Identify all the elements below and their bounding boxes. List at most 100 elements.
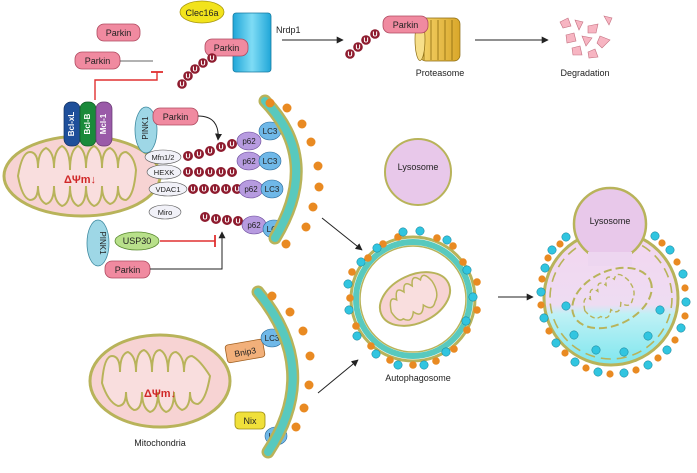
svg-text:U: U xyxy=(363,38,368,45)
ubiquitin-chain-mfn: U U U U U xyxy=(183,139,237,161)
p62-mfn-label: p62 xyxy=(242,137,256,146)
parkin-bottom: Parkin xyxy=(104,260,151,279)
svg-text:U: U xyxy=(196,152,201,159)
svg-text:U: U xyxy=(372,32,377,39)
svg-text:U: U xyxy=(223,187,228,194)
svg-text:U: U xyxy=(234,187,239,194)
bcl-xl-label: Bcl-xL xyxy=(67,112,76,137)
svg-text:U: U xyxy=(201,187,206,194)
ubiquitin-chain-hexk: U U U U U xyxy=(183,167,237,177)
bcl-inhibition-arrow xyxy=(94,72,158,100)
ubiquitin-chain-nrdp1: U U U U U xyxy=(177,53,217,89)
svg-text:U: U xyxy=(179,82,184,89)
pink1-top: PINK1 xyxy=(134,106,158,154)
autophagosome-cyan-dots xyxy=(343,226,478,370)
mitochondrion-bottom: ΔΨm↓ xyxy=(88,333,232,429)
svg-text:U: U xyxy=(347,52,352,59)
autolysosome-cyan-dots xyxy=(536,231,691,378)
vdac1-label: VDAC1 xyxy=(155,185,180,194)
substrate-vdac1: VDAC1 U U U U U p62 LC3 xyxy=(148,179,284,199)
substrate-hexk: HEXK U U U U U p62 LC3 xyxy=(146,151,282,180)
svg-text:U: U xyxy=(200,61,205,68)
parkin-ubiquitination-arrow xyxy=(197,115,223,141)
svg-text:U: U xyxy=(207,149,212,156)
svg-text:U: U xyxy=(229,170,234,177)
parkin-inhibited-label: Parkin xyxy=(85,56,111,66)
parkin-top: Parkin xyxy=(96,23,141,42)
parkin-active: Parkin xyxy=(152,107,199,126)
autophagosome-label: Autophagosome xyxy=(385,373,451,383)
svg-text:U: U xyxy=(229,142,234,149)
degradation-fragments xyxy=(559,15,613,59)
svg-text:U: U xyxy=(209,56,214,63)
svg-text:U: U xyxy=(218,145,223,152)
mitochondria-label: Mitochondria xyxy=(134,438,186,448)
pink1-top-label: PINK1 xyxy=(141,116,150,140)
clec16a-label: Clec16a xyxy=(185,8,218,18)
nix: Nix xyxy=(234,411,266,430)
lc3-hexk-label: LC3 xyxy=(263,157,278,166)
nrdp1-complex: Nrdp1 Clec16a Parkin xyxy=(179,0,301,73)
parkin-top-label: Parkin xyxy=(106,28,132,38)
mitochondrion-top: ΔΨm↓ xyxy=(2,134,162,218)
p62-vdac1-label: p62 xyxy=(244,185,258,194)
autophagosome-dots xyxy=(346,233,481,369)
membrane-potential-top: ΔΨm↓ xyxy=(64,174,96,186)
phagophore-top-dots xyxy=(265,98,324,249)
mfn-label: Mfn1/2 xyxy=(152,153,175,162)
svg-text:U: U xyxy=(235,219,240,226)
ubiquitin-chain-vdac1: U U U U U xyxy=(188,184,242,194)
degrading-mitochondrion xyxy=(571,266,653,330)
parkin-bottom-label: Parkin xyxy=(115,265,141,275)
pink1-bottom: PINK1 xyxy=(86,219,110,267)
svg-text:U: U xyxy=(185,74,190,81)
bnip3: Bnip3 xyxy=(224,338,266,364)
substrate-mfn: Mfn1/2 U U U U U p62 LC3 xyxy=(144,121,282,165)
phagophore-bottom xyxy=(251,285,300,459)
svg-text:U: U xyxy=(213,217,218,224)
lysosome-middle: Lysosome xyxy=(384,138,452,206)
bnip3-label: Bnip3 xyxy=(234,345,257,359)
to-autophagosome-arrow-top xyxy=(321,217,363,251)
nix-label: Nix xyxy=(244,416,257,426)
ubiquitin-chain-miro: U U U U xyxy=(200,212,243,226)
svg-text:U: U xyxy=(224,218,229,225)
hexk-label: HEXK xyxy=(154,168,174,177)
usp30: USP30 xyxy=(114,231,160,251)
svg-text:U: U xyxy=(212,187,217,194)
svg-text:U: U xyxy=(190,187,195,194)
ubiquitin-chain-proteasome: U U U U xyxy=(345,29,380,59)
substrate-miro: Miro U U U U p62 LC3 xyxy=(148,204,286,239)
degradation-label: Degradation xyxy=(560,68,609,78)
svg-text:U: U xyxy=(196,170,201,177)
svg-text:U: U xyxy=(202,215,207,222)
p62-miro-label: p62 xyxy=(247,221,261,230)
svg-text:U: U xyxy=(355,45,360,52)
to-autophagosome-arrow-bottom xyxy=(317,359,359,394)
parkin-active-label: Parkin xyxy=(163,112,189,122)
parkin-nrdp1-label: Parkin xyxy=(214,43,240,53)
lc3-mfn-label: LC3 xyxy=(263,127,278,136)
bcl-b-label: Bcl-B xyxy=(83,113,92,134)
parkin-proteasome-label: Parkin xyxy=(393,20,419,30)
nrdp1-label: Nrdp1 xyxy=(276,25,301,35)
lysosome-right-label: Lysosome xyxy=(590,216,631,226)
svg-text:U: U xyxy=(185,170,190,177)
clec16a-oval xyxy=(179,0,225,24)
lc3-bnip3-label: LC3 xyxy=(265,334,280,343)
lysosome-middle-label: Lysosome xyxy=(398,162,439,172)
pink1-bottom-label: PINK1 xyxy=(98,231,107,255)
svg-text:U: U xyxy=(192,67,197,74)
autolysosome: Lysosome xyxy=(542,186,680,367)
bcl-family: Bcl-xL Bcl-B Mcl-1 xyxy=(63,101,113,147)
svg-text:U: U xyxy=(185,154,190,161)
usp30-label: USP30 xyxy=(123,236,152,246)
phagophore-top xyxy=(258,94,303,245)
proteasome-label: Proteasome xyxy=(416,68,465,78)
parkin-proteasome: Parkin xyxy=(382,15,429,34)
parkin-inhibited: Parkin xyxy=(74,51,121,70)
autolysosome-orange-dots xyxy=(537,239,689,378)
lc3-vdac1-label: LC3 xyxy=(265,185,280,194)
phagophore-bottom-dots xyxy=(267,291,315,432)
